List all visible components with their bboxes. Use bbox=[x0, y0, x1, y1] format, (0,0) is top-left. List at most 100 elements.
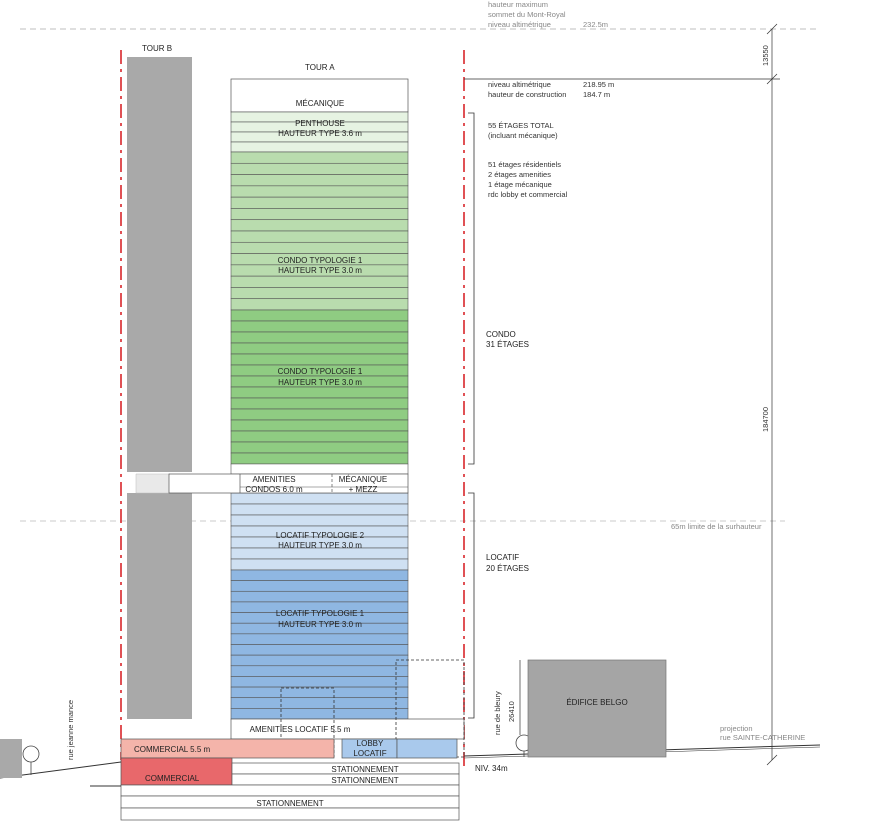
lobby-label-1: LOBBY bbox=[357, 739, 384, 748]
commercial-upper-label: COMMERCIAL 5.5 m bbox=[134, 745, 210, 754]
edifice-belgo-label: ÉDIFICE BELGO bbox=[566, 698, 627, 707]
commercial-lower-label: COMMERCIAL bbox=[145, 774, 200, 783]
niv-label: NIV. 34m bbox=[475, 764, 508, 773]
condo-floor-8 bbox=[230, 230, 409, 243]
altitude-label-1: niveau altimétrique bbox=[488, 80, 551, 89]
tower-a-label: TOUR A bbox=[305, 63, 335, 72]
parking-2-label: STATIONNEMENT bbox=[331, 776, 398, 785]
amenities-label-2: CONDOS 6.0 m bbox=[245, 485, 303, 494]
locatif2-label-2: HAUTEUR TYPE 3.0 m bbox=[278, 541, 362, 550]
condo-dark-floor-9 bbox=[230, 397, 409, 410]
penthouse-label-1: PENTHOUSE bbox=[295, 119, 345, 128]
altitude-value-1: 218.95 m bbox=[583, 80, 614, 89]
dashed-volume-center bbox=[280, 687, 335, 758]
floor-mecanique-label: MÉCANIQUE bbox=[296, 99, 344, 108]
locatif1-label-2: HAUTEUR TYPE 3.0 m bbox=[278, 620, 362, 629]
lobby-label-2: LOCATIF bbox=[353, 749, 386, 758]
penthouse-floor-4 bbox=[230, 141, 409, 153]
condo-dark-floor-14 bbox=[230, 452, 409, 465]
locatif-bracket bbox=[468, 492, 475, 719]
summary-line6: rdc lobby et commercial bbox=[488, 190, 568, 199]
parking-gap bbox=[120, 784, 460, 797]
tower-b-link bbox=[135, 473, 171, 494]
top-note-line1: hauteur maximum bbox=[488, 0, 548, 9]
meca-mezz-label-2: + MEZZ bbox=[349, 485, 378, 494]
locatif-group-1: LOCATIF bbox=[486, 553, 519, 562]
condo-group-2: 31 ÉTAGES bbox=[486, 340, 529, 349]
rue-jeanne-mance-label: rue jeanne mance bbox=[66, 700, 75, 760]
condo-dark-floor-8 bbox=[230, 386, 409, 399]
locatif2-floor-1 bbox=[230, 492, 409, 505]
tower-b-label: TOUR B bbox=[142, 44, 172, 53]
condo-floor-12 bbox=[230, 275, 409, 288]
locatif1-floor-1 bbox=[230, 569, 409, 581]
condo-dark-floor-11 bbox=[230, 419, 409, 432]
locatif1-floor-2 bbox=[230, 580, 409, 592]
top-note-value: 232.5m bbox=[583, 20, 608, 29]
condo-group-1: CONDO bbox=[486, 330, 516, 339]
parking-4 bbox=[120, 807, 460, 821]
edifice-belgo bbox=[527, 659, 667, 758]
locatif-group-2: 20 ÉTAGES bbox=[486, 564, 529, 573]
condo-floor-6 bbox=[230, 208, 409, 221]
condo-dark-floor-3 bbox=[230, 331, 409, 344]
dim-height-label: 184700 bbox=[761, 407, 770, 432]
rue-bleury-label: rue de bleury bbox=[493, 691, 502, 735]
meca-mezz-label-1: MÉCANIQUE bbox=[339, 475, 387, 484]
amenities-band bbox=[168, 473, 409, 494]
floor-mecanique bbox=[230, 78, 409, 113]
condo-bracket bbox=[468, 112, 475, 465]
locatif1-floor-8 bbox=[230, 644, 409, 656]
tower-b-lower bbox=[127, 493, 192, 719]
condo-dark-floor-1 bbox=[230, 309, 409, 322]
dim-height-tick bbox=[766, 754, 778, 766]
parking-1-label: STATIONNEMENT bbox=[331, 765, 398, 774]
locatif2-floor-3 bbox=[230, 514, 409, 527]
projection-label-2: rue SAINTE-CATHERINE bbox=[720, 733, 805, 742]
locatif2-floor-2 bbox=[230, 503, 409, 516]
lobby-locatif-right bbox=[396, 738, 458, 759]
condo-dark-floor-5 bbox=[230, 353, 409, 366]
condo-dark-floor-4 bbox=[230, 342, 409, 355]
condo-b-label-2: HAUTEUR TYPE 3.0 m bbox=[278, 378, 362, 387]
condo-floor-4 bbox=[230, 185, 409, 198]
projection-label-1: projection bbox=[720, 724, 753, 733]
locatif1-floor-11 bbox=[230, 676, 409, 688]
condo-dark-floor-13 bbox=[230, 441, 409, 454]
condo-floor-9 bbox=[230, 241, 409, 254]
summary-line5: 1 étage mécanique bbox=[488, 180, 552, 189]
commercial-lower bbox=[120, 757, 233, 786]
condo-floor-3 bbox=[230, 174, 409, 187]
locatif1-floor-12 bbox=[230, 686, 409, 699]
condo-dark-floor-2 bbox=[230, 320, 409, 333]
top-note-line2: sommet du Mont-Royal bbox=[488, 10, 566, 19]
locatif1-floor-9 bbox=[230, 654, 409, 667]
condo-a-label-1: CONDO TYPOLOGIE 1 bbox=[278, 256, 363, 265]
summary-line3: 51 étages résidentiels bbox=[488, 160, 561, 169]
dashed-volume-right bbox=[395, 659, 465, 758]
condo-dark-floor-12 bbox=[230, 430, 409, 443]
locatif1-floor-14 bbox=[230, 708, 409, 720]
parking-3-label: STATIONNEMENT bbox=[256, 799, 323, 808]
belgo-dim-label: 26410 bbox=[507, 701, 516, 722]
summary-line2: (incluant mécanique) bbox=[488, 131, 558, 140]
dim-top-tick-1 bbox=[766, 23, 778, 35]
locatif2-floor-7 bbox=[230, 558, 409, 571]
locatif1-floor-10 bbox=[230, 665, 409, 677]
locatif1-floor-3 bbox=[230, 590, 409, 603]
altitude-label-2: hauteur de construction bbox=[488, 90, 566, 99]
tree-left-icon bbox=[22, 745, 40, 763]
condo-b-label-1: CONDO TYPOLOGIE 1 bbox=[278, 367, 363, 376]
locatif1-floor-7 bbox=[230, 633, 409, 645]
condo-floor-5 bbox=[230, 196, 409, 209]
condo-base-floor bbox=[230, 463, 409, 475]
condo-floor-2 bbox=[230, 162, 409, 175]
neighbour-building-left bbox=[0, 739, 22, 778]
amenities-label-1: AMENITIES bbox=[252, 475, 295, 484]
condo-dark-floor-10 bbox=[230, 408, 409, 421]
summary-line4: 2 étages amenities bbox=[488, 170, 551, 179]
amenities-locatif-label: AMENITIES LOCATIF 5.5 m bbox=[250, 725, 351, 734]
condo-floor-14 bbox=[230, 298, 409, 311]
